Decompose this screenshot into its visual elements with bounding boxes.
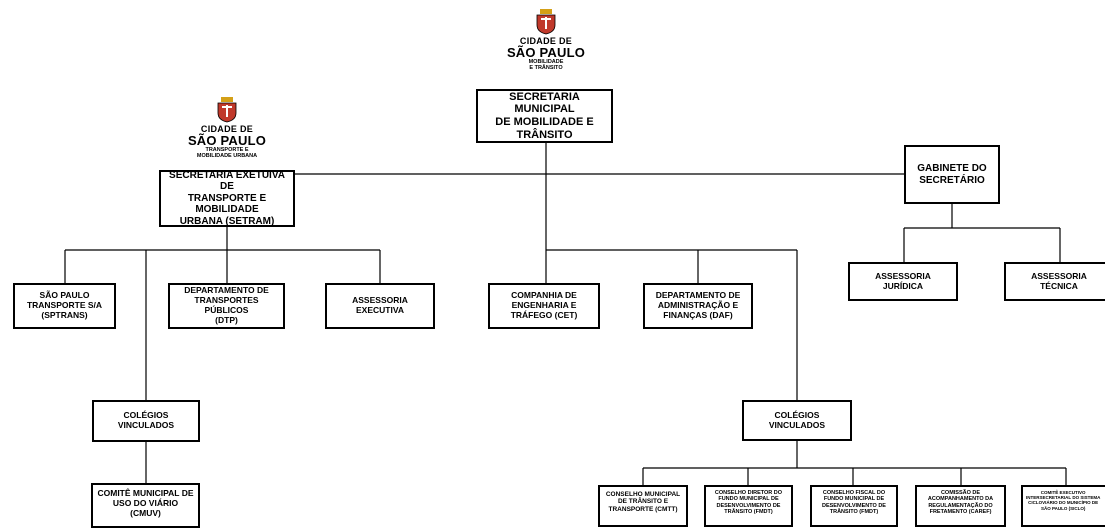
box-label: COMITÊ MUNICIPAL DE USO DO VIÁRIO (CMUV) bbox=[97, 488, 194, 518]
box-assessoria-executiva[interactable]: ASSESSORIA EXECUTIVA bbox=[325, 283, 435, 329]
box-label: SECRETARIA EXETUIVA DE TRANSPORTE E MOBI… bbox=[169, 169, 285, 227]
box-label: SÃO PAULO TRANSPORTE S/A (SPTRANS) bbox=[26, 290, 103, 320]
box-label: CONSELHO MUNICIPAL DE TRÂNSITO E TRANSPO… bbox=[605, 491, 681, 513]
box-label: COMITÊ EXECUTIVO INTERSECRETARIAL DO SIS… bbox=[1026, 490, 1101, 511]
box-conselho-fiscal-fmdt[interactable]: CONSELHO FISCAL DO FUNDO MUNICIPAL DE DE… bbox=[810, 485, 898, 527]
box-secretaria-municipal[interactable]: SECRETARIA MUNICIPAL DE MOBILIDADE E TRÂ… bbox=[476, 89, 613, 143]
box-sptrans[interactable]: SÃO PAULO TRANSPORTE S/A (SPTRANS) bbox=[13, 283, 116, 329]
box-dtp[interactable]: DEPARTAMENTO DE TRANSPORTES PÚBLICOS (DT… bbox=[168, 283, 285, 329]
box-daf[interactable]: DEPARTAMENTO DE ADMINISTRAÇÃO E FINANÇAS… bbox=[643, 283, 753, 329]
logo-city-label: CIDADE DE bbox=[200, 124, 254, 134]
box-label: COLÉGIOS VINCULADOS bbox=[117, 410, 175, 430]
box-colegios-vinculados-left[interactable]: COLÉGIOS VINCULADOS bbox=[92, 400, 200, 442]
box-cet[interactable]: COMPANHIA DE ENGENHARIA E TRÁFEGO (CET) bbox=[488, 283, 600, 329]
setram-logo: CIDADE DE SÃO PAULO TRANSPORTE E MOBILID… bbox=[177, 97, 277, 160]
box-label: GABINETE DO SECRETÁRIO bbox=[917, 163, 987, 186]
logo-dept-label: MOBILIDADE E TRÂNSITO bbox=[528, 59, 564, 71]
box-label: DEPARTAMENTO DE TRANSPORTES PÚBLICOS (DT… bbox=[184, 285, 269, 325]
box-gabinete[interactable]: GABINETE DO SECRETÁRIO bbox=[904, 145, 1000, 204]
box-label: COMPANHIA DE ENGENHARIA E TRÁFEGO (CET) bbox=[510, 290, 578, 320]
box-assessoria-tecnica[interactable]: ASSESSORIA TÉCNICA bbox=[1004, 262, 1105, 301]
logo-dept-label: TRANSPORTE E MOBILIDADE URBANA bbox=[196, 147, 258, 159]
box-label: ASSESSORIA JURÍDICA bbox=[875, 270, 931, 291]
box-label: DEPARTAMENTO DE ADMINISTRAÇÃO E FINANÇAS… bbox=[655, 290, 741, 320]
box-comite-siclo[interactable]: COMITÊ EXECUTIVO INTERSECRETARIAL DO SIS… bbox=[1021, 485, 1105, 527]
box-label: ASSESSORIA EXECUTIVA bbox=[352, 295, 408, 315]
logo-city-label: CIDADE DE bbox=[519, 36, 573, 46]
main-logo: CIDADE DE SÃO PAULO MOBILIDADE E TRÂNSIT… bbox=[496, 9, 596, 72]
city-crest-icon bbox=[536, 9, 556, 35]
box-label: ASSESSORIA TÉCNICA bbox=[1031, 270, 1087, 291]
city-crest-icon bbox=[217, 97, 237, 123]
box-cmuv[interactable]: COMITÊ MUNICIPAL DE USO DO VIÁRIO (CMUV) bbox=[91, 483, 200, 528]
box-colegios-vinculados-right[interactable]: COLÉGIOS VINCULADOS bbox=[742, 400, 852, 441]
logo-sao-paulo-label: SÃO PAULO bbox=[506, 45, 586, 61]
logo-sao-paulo-label: SÃO PAULO bbox=[187, 133, 267, 149]
box-setram[interactable]: SECRETARIA EXETUIVA DE TRANSPORTE E MOBI… bbox=[159, 170, 295, 227]
box-caref[interactable]: COMISSÃO DE ACOMPANHAMENTO DA REGULAMENT… bbox=[915, 485, 1006, 527]
box-assessoria-juridica[interactable]: ASSESSORIA JURÍDICA bbox=[848, 262, 958, 301]
box-label: CONSELHO DIRETOR DO FUNDO MUNICIPAL DE D… bbox=[714, 490, 783, 515]
box-label: COLÉGIOS VINCULADOS bbox=[768, 409, 826, 430]
box-conselho-diretor-fmdt[interactable]: CONSELHO DIRETOR DO FUNDO MUNICIPAL DE D… bbox=[704, 485, 793, 527]
box-cmtt[interactable]: CONSELHO MUNICIPAL DE TRÂNSITO E TRANSPO… bbox=[598, 485, 688, 527]
box-label: SECRETARIA MUNICIPAL DE MOBILIDADE E TRÂ… bbox=[495, 90, 594, 141]
box-label: CONSELHO FISCAL DO FUNDO MUNICIPAL DE DE… bbox=[822, 490, 886, 515]
box-label: COMISSÃO DE ACOMPANHAMENTO DA REGULAMENT… bbox=[927, 490, 994, 515]
